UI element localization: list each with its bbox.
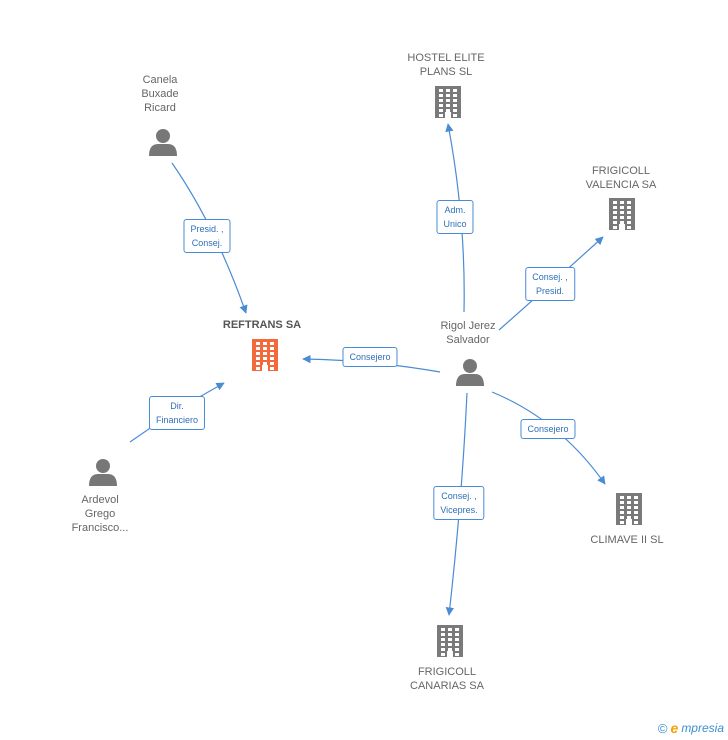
brand-name: mpresia [681,721,724,735]
node-label-line: FRIGICOLL [417,666,477,678]
edge-label-line: Consej. , [532,272,568,282]
person-icon-canela[interactable] [149,129,177,156]
node-label-line: VALENCIA SA [585,179,657,191]
edge-label-canela-to-reftrans[interactable]: Presid. , Consej. [183,219,231,253]
node-label-line: Salvador [446,334,490,346]
edge-label-line: Financiero [155,415,199,425]
building-icon-climave[interactable] [616,493,642,525]
edge-label-ardevol-to-reftrans[interactable]: Dir. Financiero [148,396,206,430]
copyright-icon: © [657,720,668,736]
node-label-line: CLIMAVE II SL [590,534,664,546]
node-label-line: HOSTEL ELITE [407,52,485,64]
node-label-line: Francisco... [71,522,129,534]
node-label-reftrans[interactable]: REFTRANS SA [223,318,301,332]
building-icon-reftrans[interactable] [252,339,278,371]
node-label-frigicoll_val[interactable]: FRIGICOLL VALENCIA SA [586,164,657,192]
edge-label-line: Consejero [349,352,391,362]
edge-label-line: Presid. [535,286,564,296]
edge-label-line: Consej. [191,238,223,248]
person-icon-ardevol[interactable] [89,459,117,486]
edge-label-line: Dir. [170,401,184,411]
node-label-line: Ardevol [81,494,119,506]
node-label-line: Ricard [144,102,176,114]
edge-label-rigol-to-reftrans[interactable]: Consejero [342,347,398,367]
edge-label-rigol-to-hostel[interactable]: Adm. Unico [436,200,474,234]
node-label-frigicoll_can[interactable]: FRIGICOLL CANARIAS SA [410,665,484,693]
node-label-hostel[interactable]: HOSTEL ELITE PLANS SL [407,51,484,79]
edge-label-line: Consejero [527,424,569,434]
edge-label-line: Vicepres. [440,505,478,515]
edge-label-line: Consej. , [441,491,477,501]
edge-label-rigol-to-climave[interactable]: Consejero [520,419,576,439]
edge-label-line: Adm. [444,205,466,215]
person-icon-rigol[interactable] [456,359,484,386]
node-label-line: Canela [142,74,178,86]
building-icon-hostel[interactable] [435,86,461,118]
building-icon-frigicoll_can[interactable] [437,625,463,657]
node-label-line: CANARIAS SA [410,680,484,692]
edge-label-line: Unico [443,219,467,229]
node-label-line: FRIGICOLL [591,165,651,177]
building-icon-frigicoll_val[interactable] [609,198,635,230]
node-label-climave[interactable]: CLIMAVE II SL [590,533,663,547]
edge-label-rigol-to-frigicoll_val[interactable]: Consej. , Presid. [525,267,575,301]
node-label-line: REFTRANS SA [222,319,302,331]
node-label-line: PLANS SL [419,66,473,78]
edge-label-line: Presid. , [190,224,224,234]
brand-initial: e [670,720,679,736]
node-label-line: Grego [84,508,116,520]
edge-label-rigol-to-frigicoll_can[interactable]: Consej. , Vicepres. [433,486,485,520]
node-label-line: Buxade [141,88,179,100]
node-label-line: Rigol Jerez [440,320,496,332]
